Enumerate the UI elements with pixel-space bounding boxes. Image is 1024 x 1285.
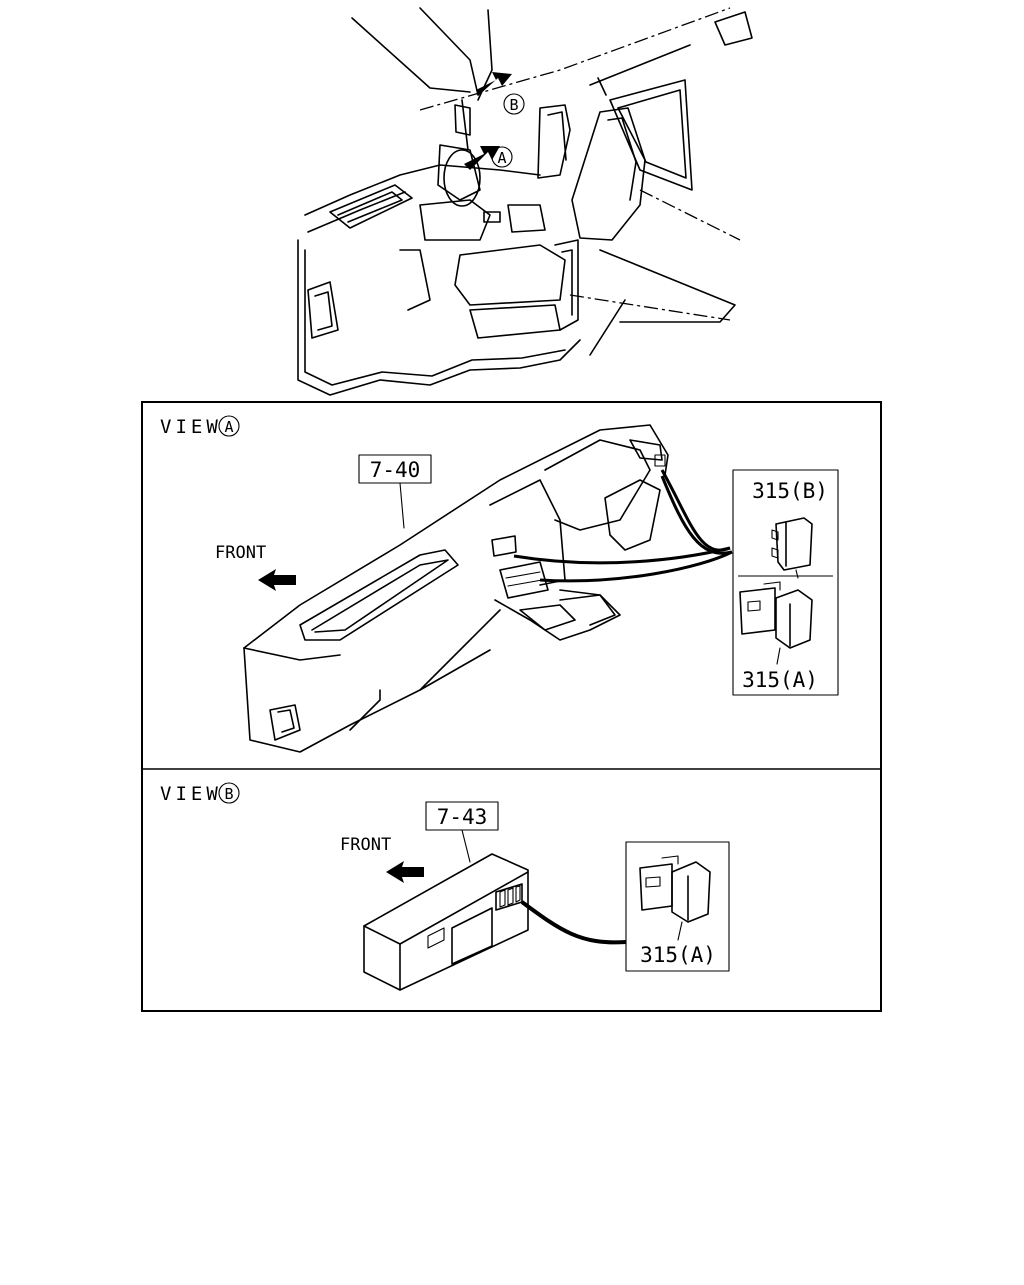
switch-panel (363, 853, 529, 991)
instrument-panel (243, 424, 669, 753)
view-b-front-arrow (386, 861, 424, 883)
switch-315a-icon (739, 581, 813, 665)
part-ref-7-43: 7-43 (437, 805, 488, 829)
callout-a-letter: A (497, 149, 506, 167)
callout-a: A (491, 146, 513, 168)
view-a-parts-box (732, 469, 839, 696)
part-label-315a-view-a: 315(A) (742, 668, 818, 692)
view-b-letter: B (224, 785, 233, 803)
view-a-title: VIEW (160, 416, 222, 438)
view-b-parts-box (625, 841, 730, 972)
view-a-section: VIEW A FRONT 7-40 (160, 415, 839, 753)
part-ref-box-7-40 (358, 454, 432, 484)
view-a-letter: A (224, 418, 233, 436)
detail-frame (141, 401, 882, 1012)
cab-interior-overview (297, 7, 753, 396)
view-b-front-label: FRONT (340, 835, 391, 855)
callout-b-letter: B (509, 96, 518, 114)
view-b-section: VIEW B FRONT 7-43 315(A) (160, 782, 730, 991)
switch-cap-315b-icon (771, 517, 813, 579)
view-b-title: VIEW (160, 783, 222, 805)
view-a-front-arrow (258, 569, 296, 591)
part-label-315a-view-b: 315(A) (640, 943, 716, 967)
switch-315a-icon-view-b (639, 855, 711, 941)
view-a-front-label: FRONT (215, 543, 266, 563)
callout-b: B (503, 93, 525, 115)
part-ref-7-40: 7-40 (370, 458, 421, 482)
part-label-315b: 315(B) (752, 479, 828, 503)
